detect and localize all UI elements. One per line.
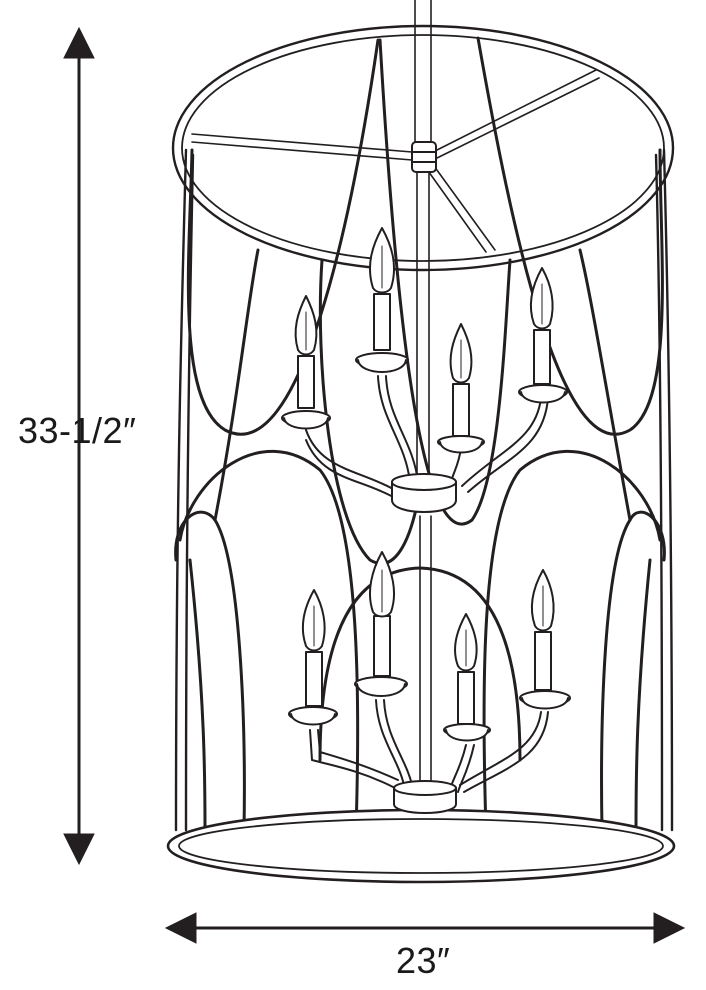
chandelier-illustration bbox=[166, 0, 676, 884]
lower-tier-arms bbox=[309, 699, 549, 793]
hanging-rod bbox=[414, 0, 432, 147]
height-dimension-label: 33-1/2″ bbox=[18, 410, 137, 451]
top-hub bbox=[411, 141, 437, 173]
upper-candle-center-right bbox=[437, 323, 485, 454]
lower-candle-center-left bbox=[354, 551, 408, 697]
upper-tier-hub bbox=[391, 473, 457, 513]
lower-candle-left bbox=[288, 589, 338, 726]
width-dimension-label: 23″ bbox=[396, 940, 451, 981]
upper-tier-arms bbox=[305, 375, 549, 499]
upper-candle-left bbox=[281, 295, 331, 430]
width-dimension-arrow bbox=[164, 912, 686, 944]
lower-cage-loops bbox=[174, 449, 666, 832]
bottom-ring bbox=[166, 808, 676, 884]
cage-side-bars bbox=[174, 148, 674, 832]
upper-candle-center-left bbox=[355, 227, 409, 373]
height-dimension-arrow bbox=[63, 26, 95, 866]
lower-tier-hub bbox=[393, 780, 457, 814]
top-spokes bbox=[191, 69, 600, 253]
upper-candle-right bbox=[518, 267, 568, 404]
lower-candle-center-right bbox=[443, 613, 491, 742]
center-stem bbox=[416, 171, 432, 791]
lower-candle-right bbox=[519, 569, 571, 710]
top-ring bbox=[171, 24, 675, 272]
